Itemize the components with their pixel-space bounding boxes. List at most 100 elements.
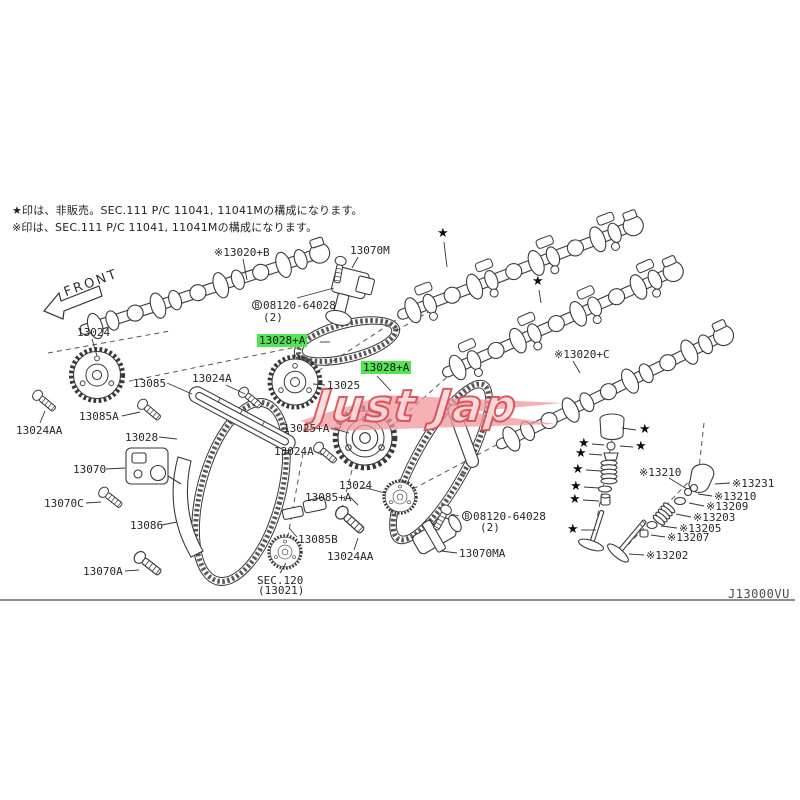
- part-number: 13025: [327, 379, 361, 392]
- leader-line: [443, 241, 448, 268]
- part-number: (13021): [258, 584, 305, 597]
- part-number: 13024: [77, 326, 111, 339]
- leader-line: [697, 493, 713, 497]
- part-label: 13085: [133, 377, 166, 390]
- leader-line: [538, 289, 542, 304]
- part-label: ※13209: [706, 500, 748, 513]
- part-label: 13028+A: [361, 361, 412, 374]
- leader-line: [572, 360, 581, 374]
- star-mark-icon: ★: [575, 446, 587, 461]
- leader-line: [161, 521, 178, 526]
- part-number: 13070: [73, 463, 107, 476]
- part-label: 13028+A: [257, 334, 308, 347]
- part-number: 13203: [702, 511, 736, 524]
- part-number: 13070M: [350, 244, 390, 257]
- part-number: 13028: [125, 431, 159, 444]
- leader-line: [312, 383, 326, 386]
- part-number: 13025+A: [283, 422, 330, 435]
- leader-line: [353, 537, 359, 551]
- part-number: 08120-64028: [473, 510, 546, 523]
- part-label: (13021): [258, 584, 304, 597]
- part-label: ※13202: [646, 549, 688, 562]
- leader-line: [225, 384, 246, 395]
- leader-line: [166, 382, 193, 395]
- asterisk-mark-icon: ※: [679, 522, 689, 535]
- star-mark-icon: ★: [567, 522, 579, 537]
- leader-line: [296, 287, 335, 299]
- star-mark-icon: ★: [569, 492, 581, 507]
- leader-line: [585, 469, 602, 472]
- part-label: ※13203: [693, 511, 735, 524]
- leader-line: [288, 527, 298, 538]
- part-label: 13070M: [350, 244, 390, 257]
- part-number: 13070C: [44, 497, 84, 510]
- part-number: (2): [480, 521, 500, 534]
- star-mark-icon: ★: [578, 436, 590, 451]
- asterisk-mark-icon: ※: [639, 466, 649, 479]
- part-number: 13202: [655, 549, 689, 562]
- leader-line: [121, 411, 141, 417]
- leader-line: [440, 550, 458, 554]
- part-label: ※13205: [679, 522, 721, 535]
- part-number: 13024AA: [327, 550, 374, 563]
- part-label: 13024A: [192, 372, 232, 385]
- leader-line: [688, 502, 705, 507]
- leader-line: [621, 427, 637, 431]
- part-label: 13070MA: [459, 547, 505, 560]
- leader-line: [279, 562, 287, 574]
- part-label: 13025: [327, 379, 360, 392]
- part-label: 13070A: [83, 565, 123, 578]
- part-label: ※13020+B: [214, 246, 270, 259]
- part-label: 13024: [77, 326, 110, 339]
- leader-line: [660, 525, 678, 529]
- leader-line: [158, 436, 178, 440]
- part-number: 13028+A: [363, 361, 410, 374]
- part-number: 13210: [723, 490, 757, 503]
- leader-line: [242, 258, 248, 281]
- part-label: ※13231: [732, 477, 774, 490]
- footnote-star: ★印は、非販売。SEC.111 P/C 11041, 11041Mの構成になりま…: [12, 204, 363, 217]
- asterisk-mark-icon: ※: [646, 549, 656, 562]
- part-label: 13086: [130, 519, 163, 532]
- part-number: 13085B: [298, 533, 338, 546]
- leader-line: [124, 569, 140, 572]
- part-label: 13070C: [44, 497, 84, 510]
- asterisk-mark-icon: ※: [693, 511, 703, 524]
- part-label: (2): [480, 521, 500, 534]
- star-mark-icon: ★: [437, 226, 449, 241]
- leader-line: [105, 467, 126, 470]
- part-number: 13024AA: [16, 424, 63, 437]
- leader-line: [591, 443, 605, 446]
- asterisk-mark-icon: ※: [214, 246, 224, 259]
- part-label: 13024AA: [16, 424, 62, 437]
- part-number: 13070MA: [459, 547, 506, 560]
- leader-line: [588, 453, 603, 456]
- asterisk-mark-icon: ※: [667, 531, 677, 544]
- leader-line: [668, 477, 688, 490]
- asterisk-mark-icon: ※: [554, 348, 564, 361]
- part-number: 13085: [133, 377, 167, 390]
- part-label: (2): [263, 311, 283, 324]
- part-number: 13209: [715, 500, 749, 513]
- part-label: SEC.120: [257, 574, 303, 587]
- part-label: 13024: [339, 479, 372, 492]
- circled-letter-icon: B: [462, 511, 472, 521]
- part-label: 13085A: [79, 410, 119, 423]
- star-mark-icon: ★: [639, 422, 651, 437]
- part-label: 13070: [73, 463, 106, 476]
- part-label: ※13020+C: [554, 348, 610, 361]
- leader-line: [714, 482, 731, 485]
- leader-line: [583, 486, 600, 489]
- diagram-code: J13000VU: [728, 587, 790, 601]
- part-number: 13070A: [83, 565, 123, 578]
- part-number: 13205: [688, 522, 722, 535]
- asterisk-mark-icon: ※: [706, 500, 716, 513]
- leader-line: [582, 499, 600, 502]
- part-number: 13210: [648, 466, 682, 479]
- leader-line: [376, 375, 392, 392]
- part-number: 13207: [676, 531, 710, 544]
